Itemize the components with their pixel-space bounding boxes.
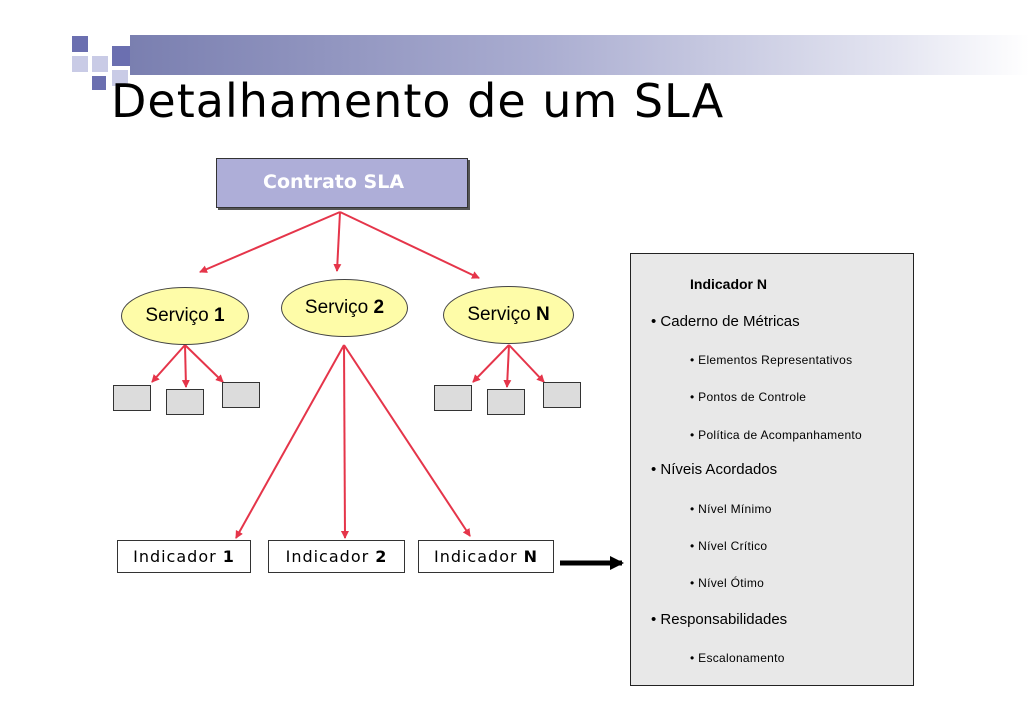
- arrow-service-n-sub-1: [472, 344, 510, 383]
- detail-item-nivel-otimo: • Nível Ótimo: [690, 576, 765, 590]
- logo-square-dark-3: [92, 76, 106, 90]
- detail-item-elementos-representativos: • Elementos Representativos: [690, 353, 853, 367]
- detail-item-responsabilidades: • Responsabilidades: [651, 611, 788, 628]
- detail-item-escalonamento: • Escalonamento: [690, 651, 785, 665]
- arrow-service-n-sub-3: [508, 344, 545, 383]
- indicator-1-suffix: 1: [222, 547, 235, 566]
- logo-square-light-2: [92, 56, 108, 72]
- indicator-1-box: Indicador 1: [117, 540, 251, 573]
- indicator-2-suffix: 2: [375, 547, 388, 566]
- arrow-service-2-indicator-1: [235, 344, 345, 539]
- detail-item-nivel-critico: • Nível Crítico: [690, 539, 768, 553]
- service-1-sub-box-1: [113, 385, 151, 411]
- service-n-sub-box-1: [434, 385, 472, 411]
- arrow-contract-to-service-1: [199, 211, 341, 273]
- service-2-suffix: 2: [373, 297, 385, 318]
- title-gradient-bar: [130, 35, 1030, 75]
- detail-item-nivel-minimo: • Nível Mínimo: [690, 502, 772, 516]
- detail-heading: Indicador N: [690, 276, 768, 292]
- detail-item-politica-de-acompanhamento: • Política de Acompanhamento: [690, 428, 863, 442]
- service-n-sub-box-3: [543, 382, 581, 408]
- indicator-detail-panel: Indicador N • Caderno de Métricas • Elem…: [630, 253, 914, 686]
- arrow-contract-to-service-n: [339, 211, 480, 279]
- service-1-suffix: 1: [214, 305, 225, 326]
- service-2-node: Serviço 2: [281, 279, 408, 337]
- service-1-sub-box-2: [166, 389, 204, 415]
- contract-box: Contrato SLA: [216, 158, 468, 208]
- indicator-n-box: Indicador N: [418, 540, 554, 573]
- arrow-service-2-indicator-2: [340, 344, 349, 539]
- indicator-2-box: Indicador 2: [268, 540, 405, 573]
- service-n-suffix: N: [535, 304, 550, 325]
- service-n-sub-box-2: [487, 389, 525, 415]
- service-1-sub-box-3: [222, 382, 260, 408]
- detail-item-niveis-acordados: • Níveis Acordados: [651, 461, 778, 478]
- indicator-1-prefix: Indicador: [133, 547, 223, 566]
- arrow-service-1-sub-3: [184, 344, 224, 383]
- service-n-prefix: Serviço: [467, 304, 536, 325]
- arrow-contract-to-service-2: [333, 211, 342, 272]
- arrow-service-2-indicator-n: [343, 344, 471, 537]
- contract-label: Contrato SLA: [263, 171, 405, 193]
- logo-square-dark-2: [112, 46, 132, 66]
- arrow-service-1-sub-1: [151, 344, 186, 383]
- indicator-2-prefix: Indicador: [285, 547, 376, 566]
- service-1-node: Serviço 1: [121, 287, 249, 345]
- service-n-node: Serviço N: [443, 286, 574, 344]
- indicator-n-suffix: N: [523, 547, 539, 566]
- service-1-prefix: Serviço: [145, 305, 215, 326]
- logo-square-light-1: [72, 56, 88, 72]
- arrow-service-1-sub-2: [181, 344, 190, 388]
- detail-item-pontos-de-controle: • Pontos de Controle: [690, 390, 807, 404]
- page-title: Detalhamento de um SLA: [111, 74, 725, 128]
- service-2-prefix: Serviço: [304, 297, 374, 318]
- detail-item-caderno-de-metricas: • Caderno de Métricas: [651, 313, 800, 330]
- logo-square-light-3: [112, 70, 128, 86]
- indicator-n-prefix: Indicador: [433, 547, 524, 566]
- arrow-service-n-sub-2: [503, 344, 512, 388]
- logo-square-dark-1: [72, 36, 88, 52]
